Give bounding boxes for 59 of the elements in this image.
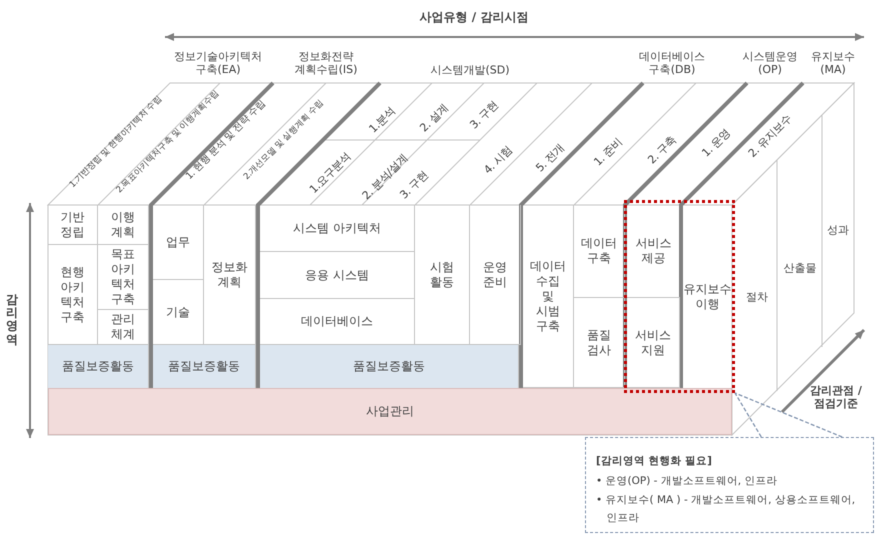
area-label: 사업관리 — [366, 404, 414, 419]
phase-label: 3. 구현 — [467, 98, 501, 132]
area-label: 정보화계획 — [212, 260, 248, 290]
phase-label: 1. 운영 — [699, 126, 733, 160]
area-label: 관리체계 — [111, 312, 135, 342]
area-label: 품질보증활동 — [353, 359, 425, 374]
phase-label: 2. 설계 — [417, 101, 451, 135]
phase-label: 4. 시험 — [481, 143, 515, 177]
leader-line — [734, 392, 762, 438]
audit-area-cell — [153, 205, 204, 280]
area-label: 품질보증활동 — [168, 359, 240, 374]
project-type-label: 시스템개발(SD) — [429, 63, 511, 77]
area-label: 품질검사 — [587, 328, 611, 358]
aspect-label: 산출물 — [784, 261, 816, 275]
quality-band — [260, 345, 519, 388]
phase-label: 2. 구축 — [645, 133, 679, 167]
area-label: 운영준비 — [483, 260, 507, 290]
callout-note — [585, 437, 874, 533]
aspect-label: 성과 — [827, 223, 849, 237]
area-label: 데이터구축 — [581, 236, 617, 266]
area-label: 기반정립 — [60, 210, 84, 240]
project-type-label: 정보기술아키텍처 구축(EA) — [173, 50, 263, 76]
project-type-label: 유지보수 (MA) — [810, 50, 856, 76]
audit-area-cell — [260, 252, 415, 299]
area-label: 이행계획 — [111, 210, 135, 240]
quality-band — [48, 345, 149, 388]
audit-area-cell — [48, 205, 98, 245]
area-label: 서비스지원 — [635, 328, 671, 358]
aspect-label: 감리관점 / 점검기준 — [809, 384, 863, 410]
area-label: 기술 — [166, 304, 190, 320]
area-label: 현행아키텍처구축 — [60, 264, 84, 324]
project-type-label: 시스템운영 (OP) — [742, 50, 798, 76]
area-label: 품질보증활동 — [62, 359, 134, 374]
audit-area-cell — [574, 205, 625, 298]
quality-band — [153, 345, 256, 388]
area-label: 응용 시스템 — [305, 268, 369, 282]
bullet-text: • 유지보수( MA ) - 개발소프트웨어, 상용소프트웨어, 인프라 — [596, 492, 856, 526]
project-type-label: 정보화전략 계획수립(IS) — [294, 50, 358, 76]
bullet-text: • 운영(OP) - 개발소프트웨어, 인프라 — [596, 474, 778, 490]
aspect-label: 절차 — [746, 290, 768, 304]
leader-line — [734, 392, 842, 438]
callout-heading: [감리영역 현행화 필요] — [596, 454, 712, 469]
audit-area-cell — [260, 205, 415, 252]
area-label: 시스템 아키텍처 — [293, 220, 381, 236]
diagram-title: 사업유형 / 감리시점 — [420, 10, 528, 24]
area-label: 목표아키텍처구축 — [111, 247, 135, 307]
area-label: 유지보수이행 — [684, 282, 732, 312]
area-label: 데이터베이스 — [301, 314, 373, 329]
project-type-label: 데이터베이스 구축(DB) — [638, 50, 706, 76]
phase-label: 5. 전개 — [533, 141, 567, 175]
audit-area-cell — [98, 205, 149, 245]
area-label: 시험활동 — [430, 260, 454, 290]
phase-label: 1. 준비 — [591, 135, 625, 169]
axis-label: 감리영역 — [6, 294, 18, 346]
area-label: 업무 — [166, 234, 190, 250]
management-band — [48, 388, 732, 435]
audit-area-cell — [98, 245, 149, 310]
area-label: 서비스제공 — [636, 236, 672, 266]
area-label: 데이터 수집 및 시범 구축 — [530, 258, 566, 334]
